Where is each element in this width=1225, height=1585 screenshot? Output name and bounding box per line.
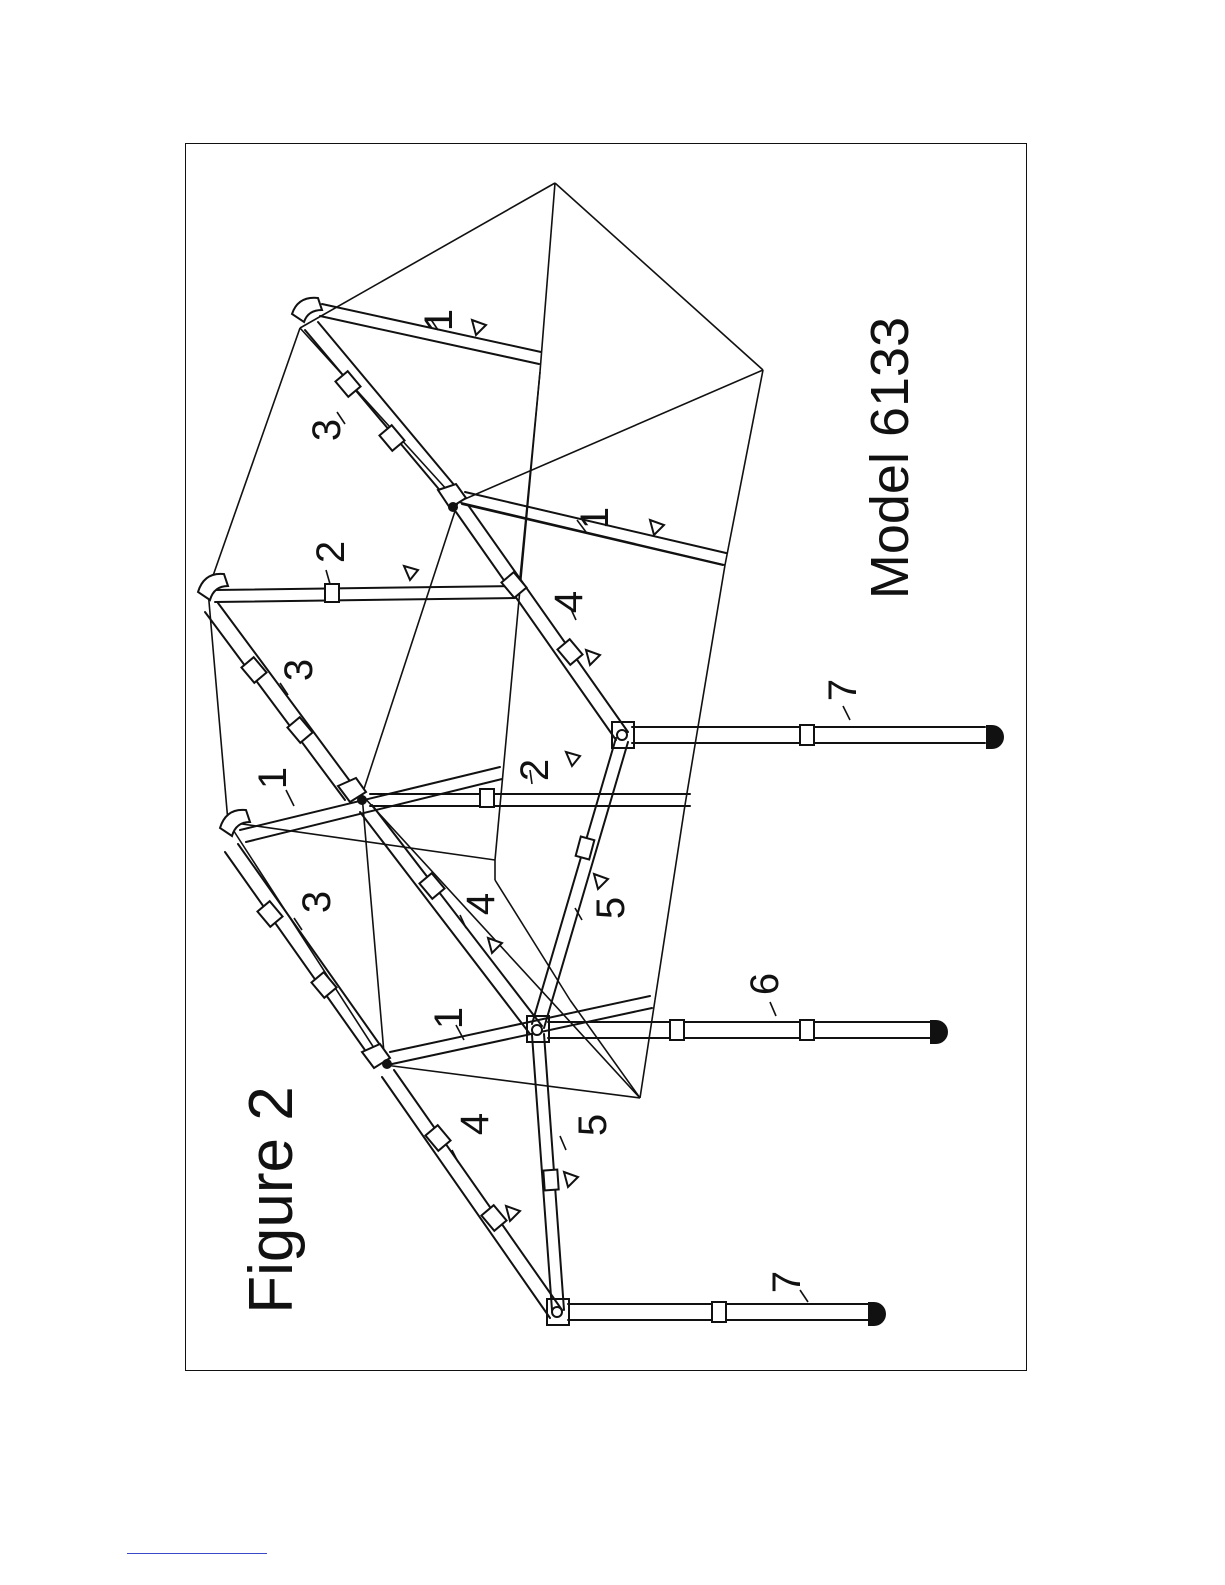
callout-1-top: 1 xyxy=(417,309,461,331)
callout-6: 6 xyxy=(743,973,787,995)
callout-5-upper: 5 xyxy=(589,897,633,919)
callout-7-lower: 7 xyxy=(765,1271,809,1293)
callout-1-upper: 1 xyxy=(573,507,617,529)
callout-5-lower: 5 xyxy=(571,1114,615,1136)
callout-3-lower: 3 xyxy=(295,891,339,913)
callout-2-lower: 2 xyxy=(513,759,557,781)
callout-leaders xyxy=(280,318,850,1302)
callout-4-upper: 4 xyxy=(547,591,591,613)
callout-4-middle: 4 xyxy=(459,893,503,915)
callout-3-middle: 3 xyxy=(277,659,321,681)
canopy-outline xyxy=(208,183,763,1098)
foot-cap-lower xyxy=(868,1302,886,1326)
foot-cap-upper xyxy=(986,725,1004,749)
callout-1-lower: 1 xyxy=(427,1007,471,1029)
foot-cap-middle xyxy=(930,1020,948,1044)
callout-4-lower: 4 xyxy=(453,1113,497,1135)
callout-1-middle: 1 xyxy=(251,767,295,789)
callout-3-top: 3 xyxy=(305,419,349,441)
elbow-fittings xyxy=(198,298,466,1068)
footer-rule xyxy=(127,1553,267,1554)
callouts: 1 1 1 1 2 2 3 3 3 4 4 4 5 5 6 7 7 xyxy=(251,309,865,1293)
callout-7-upper: 7 xyxy=(821,679,865,701)
figure-title: Figure 2 xyxy=(237,1086,306,1313)
foot-caps xyxy=(868,725,1004,1326)
model-label: Model 6133 xyxy=(860,317,920,599)
callout-2-upper: 2 xyxy=(309,541,353,563)
